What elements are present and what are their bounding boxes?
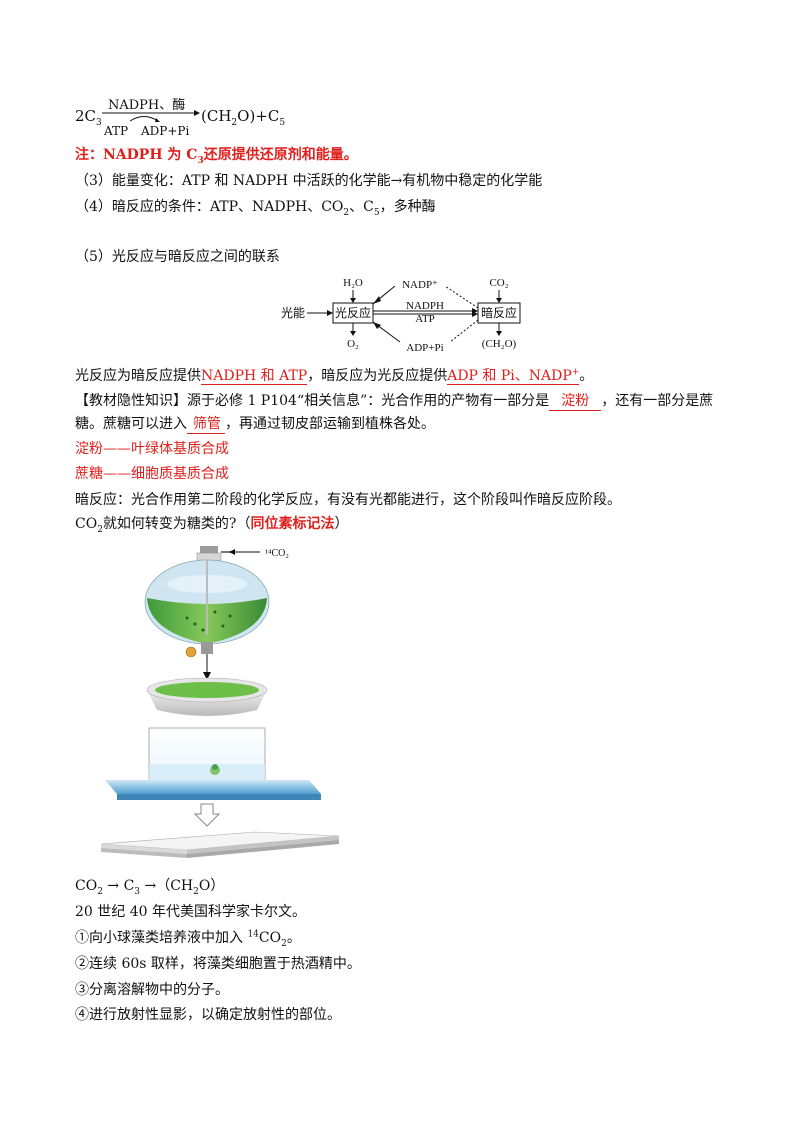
equation-reactant: 2C [75, 107, 97, 125]
starch-line: 淀粉——叶绿体基质合成 [75, 441, 229, 457]
light-dark-link-diagram: 光能 光反应 暗反应 H₂O O₂ CO₂ (CH₂O) NADP⁺ NADPH… [281, 277, 521, 354]
item-4: （4）暗反应的条件：ATP、NADPH、CO2、C5，多种酶 [75, 199, 436, 218]
item-3: （3）能量变化：ATP 和 NADPH 中活跃的化学能→有机物中稳定的化学能 [75, 173, 543, 189]
hidden-knowledge-line2: 糖。蔗糖可以进入筛管，再通过韧皮部运输到植株各处。 [75, 415, 435, 434]
calvin-line: 20 世纪 40 年代美国科学家卡尔文。 [75, 904, 306, 920]
equation-below-left: ATP [104, 124, 129, 138]
pathway-line: CO2 → C3 →（CH2O） [75, 878, 225, 897]
blank-starch: 淀粉 [549, 392, 602, 411]
svg-text:暗反应: 暗反应 [481, 305, 517, 320]
label-nadph: NADPH [406, 300, 444, 312]
dark-reaction-definition: 暗反应：光合作用第二阶段的化学反应，有没有光都能进行，这个阶段叫作暗反应阶段。 [75, 492, 621, 508]
blank-nadph-atp: NADPH 和 ATP [201, 368, 308, 385]
label-ch2o: (CH₂O) [482, 338, 517, 350]
equation-arrow-diagram [102, 110, 200, 122]
sucrose-line: 蔗糖——细胞质基质合成 [75, 466, 229, 482]
blank-adp-pi-nadp: ADP 和 Pi、NADP+ [447, 367, 580, 385]
note-line: 注：NADPH 为 C3还原提供还原剂和能量。 [75, 147, 358, 166]
step-3: ③分离溶解物中的分子。 [75, 982, 229, 998]
equation: 2C3 [75, 107, 102, 128]
blank-sieve-tube: 筛管 [187, 415, 225, 434]
hidden-knowledge-line1: 【教材隐性知识】源于必修 1 P104“相关信息”：光合作用的产物有一部分是淀粉… [75, 392, 714, 411]
chromatography-figure [100, 727, 340, 858]
svg-text:光反应: 光反应 [335, 305, 371, 320]
step-4: ④进行放射性显影，以确定放射性的部位。 [75, 1007, 341, 1023]
label-co2: CO₂ [489, 277, 508, 289]
label-adp: ADP+Pi [406, 342, 443, 354]
label-14co2: ¹⁴CO₂ [265, 548, 289, 559]
step-2: ②连续 60s 取样，将藻类细胞置于热酒精中。 [75, 956, 361, 972]
step-1: ①向小球藻类培养液中加入 14CO2。 [75, 929, 301, 949]
label-light-energy: 光能 [281, 306, 305, 320]
label-h2o: H₂O [343, 277, 363, 289]
label-o2: O₂ [347, 338, 359, 350]
equation-product: (CH2O)+C5 [201, 107, 286, 128]
item-5: （5）光反应与暗反应之间的联系 [75, 249, 280, 265]
calvin-experiment-figure: ¹⁴CO₂ [144, 546, 289, 753]
equation-below-right: ADP+Pi [141, 124, 190, 138]
question-line: CO2就如何转变为糖类的?（同位素标记法） [75, 516, 349, 535]
label-nadp: NADP⁺ [402, 279, 438, 291]
equation-above: NADPH、酶 [108, 98, 186, 113]
link-line: 光反应为暗反应提供NADPH 和 ATP，暗反应为光反应提供ADP 和 Pi、N… [75, 367, 594, 385]
label-atp: ATP [415, 313, 435, 325]
